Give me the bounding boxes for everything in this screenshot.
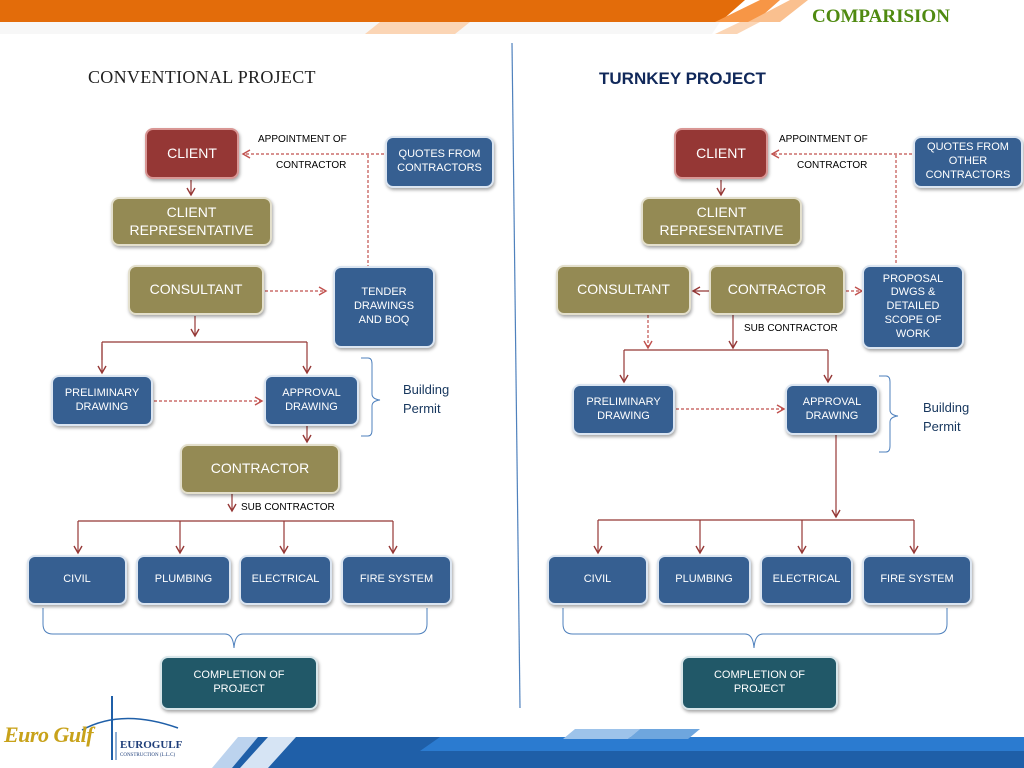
left-approval-drawing-box: APPROVAL DRAWING: [264, 375, 359, 426]
right-trade-electrical: ELECTRICAL: [760, 555, 853, 605]
left-trade-plumbing: PLUMBING: [136, 555, 231, 605]
left-building-permit-line1: Building: [403, 382, 450, 397]
company-logo: Euro Gulf EUROGULF CONSTRUCTION (L.L.C): [2, 692, 192, 766]
right-client-representative-box: CLIENT REPRESENTATIVE: [641, 197, 802, 246]
left-sub-contractor-label: SUB CONTRACTOR: [241, 502, 335, 513]
left-trade-electrical: ELECTRICAL: [239, 555, 332, 605]
logo-script-text: Euro Gulf: [4, 722, 94, 747]
left-trade-fire-system: FIRE SYSTEM: [341, 555, 452, 605]
right-sub-contractor-label: SUB CONTRACTOR: [744, 323, 838, 334]
left-completion-box: COMPLETION OF PROJECT: [160, 656, 318, 710]
slide-title: COMPARISION: [812, 6, 950, 27]
right-building-permit-line1: Building: [923, 400, 970, 415]
left-preliminary-drawing-box: PRELIMINARY DRAWING: [51, 375, 153, 426]
right-preliminary-drawing-box: PRELIMINARY DRAWING: [572, 384, 675, 435]
right-appointment-label-line2: CONTRACTOR: [797, 160, 868, 171]
right-consultant-box: CONSULTANT: [556, 265, 691, 315]
right-quotes-box: QUOTES FROM OTHER CONTRACTORS: [913, 136, 1023, 188]
left-trade-civil: CIVIL: [27, 555, 127, 605]
logo-company-name: EUROGULF: [120, 739, 183, 751]
footer-band: [212, 729, 1024, 768]
right-building-permit-label: Building Permit: [923, 399, 969, 437]
conventional-project-heading: CONVENTIONAL PROJECT: [88, 67, 316, 87]
left-client-box: CLIENT: [145, 128, 239, 179]
left-client-representative-box: CLIENT REPRESENTATIVE: [111, 197, 272, 246]
right-trade-fire-system: FIRE SYSTEM: [862, 555, 972, 605]
header-band: [0, 0, 808, 34]
right-appointment-label-line1: APPOINTMENT OF: [779, 134, 868, 145]
right-trade-civil: CIVIL: [547, 555, 648, 605]
left-contractor-box: CONTRACTOR: [180, 444, 340, 494]
left-building-permit-line2: Permit: [403, 400, 441, 416]
right-building-permit-line2: Permit: [923, 418, 961, 434]
right-approval-drawing-box: APPROVAL DRAWING: [785, 384, 879, 435]
right-proposal-box: PROPOSAL DWGS & DETAILED SCOPE OF WORK: [862, 265, 964, 349]
right-client-box: CLIENT: [674, 128, 768, 179]
right-contractor-box: CONTRACTOR: [709, 265, 845, 315]
left-tender-drawings-box: TENDER DRAWINGS AND BOQ: [333, 266, 435, 348]
left-building-permit-label: Building Permit: [403, 381, 449, 419]
left-appointment-label-line2: CONTRACTOR: [276, 160, 347, 171]
right-trade-plumbing: PLUMBING: [657, 555, 751, 605]
left-quotes-box: QUOTES FROM CONTRACTORS: [385, 136, 494, 188]
logo-mark: [81, 696, 179, 760]
left-appointment-label-line1: APPOINTMENT OF: [258, 134, 347, 145]
logo-company-sub: CONSTRUCTION (L.L.C): [120, 753, 176, 758]
left-consultant-box: CONSULTANT: [128, 265, 264, 315]
right-completion-box: COMPLETION OF PROJECT: [681, 656, 838, 710]
turnkey-project-heading: TURNKEY PROJECT: [599, 69, 766, 88]
